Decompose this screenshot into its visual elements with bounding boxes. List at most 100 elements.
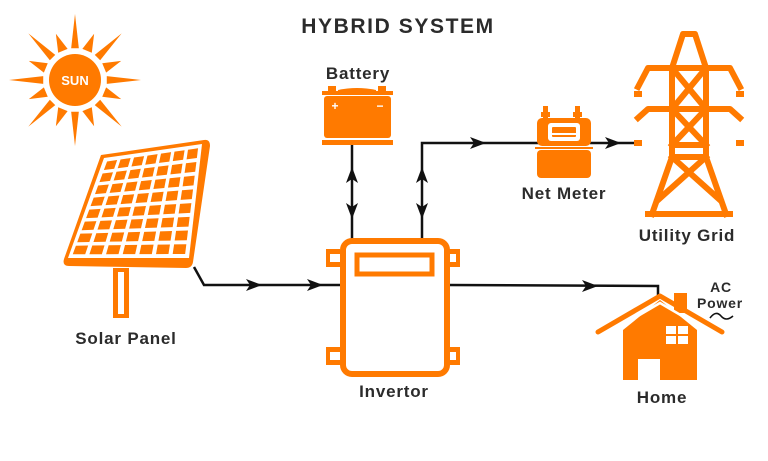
solar-cell [156, 165, 169, 176]
solar-cell [97, 220, 112, 230]
solar-cell [150, 191, 164, 202]
solar-cell [135, 193, 149, 204]
solar-cell [116, 206, 131, 217]
solar-cell [142, 231, 157, 242]
insulator [634, 91, 642, 97]
solar-cell [144, 218, 159, 229]
solar-cell [94, 184, 109, 195]
solar-cell [109, 182, 124, 193]
sun-ray [28, 99, 56, 127]
solar-cell [113, 170, 127, 181]
battery-rim [322, 91, 393, 95]
solar-cell [182, 175, 195, 187]
utility-grid-label: Utility Grid [639, 226, 736, 245]
sun-label: SUN [61, 73, 88, 88]
sine-wave-icon [709, 312, 734, 320]
solar-cell [172, 150, 185, 162]
wire-inverter-to-home [446, 283, 660, 296]
arrowheads [246, 137, 621, 292]
solar-panel-icon [63, 139, 210, 318]
inverter-bracket [446, 262, 460, 267]
battery-plus-sign: + [331, 99, 338, 113]
net-meter-dial-line [552, 133, 576, 135]
house-roof [595, 293, 725, 335]
net-meter-lower [537, 150, 591, 178]
solar-cell [132, 205, 146, 216]
solar-cell [117, 158, 131, 169]
battery-label: Battery [326, 64, 390, 83]
sun-ray [94, 99, 122, 127]
diagram-title: HYBRID SYSTEM [301, 15, 495, 38]
house-window [666, 326, 688, 344]
solar-cell [174, 230, 189, 241]
sun-icon: SUN [9, 14, 141, 146]
sun-ray [82, 107, 95, 127]
sun-ray [9, 76, 44, 84]
tower-spire [668, 31, 710, 72]
solar-cell [124, 181, 138, 192]
solar-cell [120, 194, 135, 205]
tower-arm-upper [633, 65, 745, 92]
solar-cell [178, 203, 192, 214]
solar-cell [106, 245, 121, 255]
solar-cell [142, 167, 155, 178]
solar-cell [156, 244, 170, 255]
solar-cell [165, 190, 179, 201]
solar-cell [99, 172, 113, 183]
solar-cell [122, 244, 138, 255]
inverter-bracket [326, 360, 340, 365]
sun-rays [9, 14, 141, 146]
net-meter-icon [535, 106, 593, 178]
battery-body [324, 96, 391, 138]
insulator [736, 140, 744, 146]
battery-base [322, 140, 393, 145]
sun-ray [55, 33, 68, 53]
solar-cell [153, 178, 167, 189]
tower-insulators [634, 91, 744, 146]
solar-cell [127, 168, 141, 180]
inverter-display [354, 252, 435, 277]
power-tower-icon [633, 31, 745, 218]
battery-terminal-positive [328, 86, 336, 92]
insulator [736, 91, 744, 97]
solar-cell [101, 207, 116, 218]
inverter-bracket [446, 249, 460, 254]
solar-cell [138, 180, 152, 191]
solar-panel-stand-highlight [118, 272, 124, 314]
house-door [638, 359, 660, 381]
solar-cell [167, 177, 181, 188]
inverter-bracket [456, 347, 460, 365]
inverter-icon [326, 238, 460, 377]
sun-ray [28, 60, 48, 73]
sun-ray [82, 33, 95, 53]
solar-cell [90, 196, 105, 207]
solar-panel-cells [72, 148, 199, 255]
arrow-up-icon [416, 167, 428, 183]
net-meter-pipe-nut [541, 112, 550, 117]
arrow-right-icon [582, 280, 598, 292]
net-meter-dial [552, 127, 576, 137]
house-icon [595, 293, 725, 381]
sun-ray [102, 87, 122, 100]
solar-cell [158, 231, 173, 241]
inverter-bracket [326, 249, 340, 254]
solar-cell [125, 231, 141, 242]
inverter-bracket [456, 249, 460, 267]
inverter-bracket [326, 347, 330, 365]
inverter-bracket [326, 249, 330, 267]
inverter-label: Invertor [359, 382, 429, 401]
sun-ray [102, 60, 122, 73]
net-meter-label: Net Meter [522, 184, 607, 203]
solar-panel-label: Solar Panel [75, 329, 176, 348]
solar-cell [72, 245, 89, 255]
tower-brace [653, 152, 711, 205]
solar-cell [147, 205, 162, 216]
insulator [634, 140, 642, 146]
arrow-right-icon [470, 137, 486, 149]
tower-leg [648, 153, 676, 218]
sun-ray [71, 14, 79, 49]
tower-brace [667, 152, 725, 205]
solar-cell [163, 204, 177, 215]
inverter-bracket [326, 262, 340, 267]
solar-cell [86, 208, 101, 219]
